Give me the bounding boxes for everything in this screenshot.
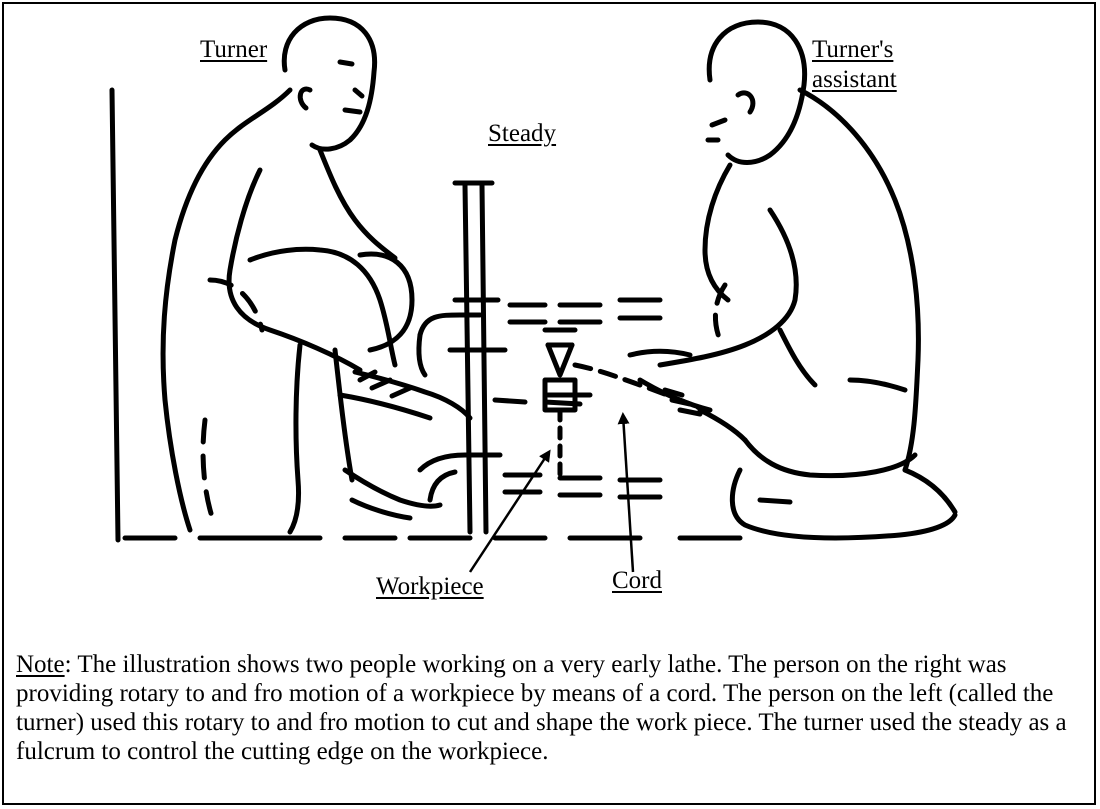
lathe-bed	[419, 300, 660, 500]
cord-label: Cord	[612, 567, 662, 595]
assistant-label-line1: Turner's	[812, 36, 893, 64]
cord-arrow	[623, 415, 633, 572]
assistant-figure	[630, 22, 955, 538]
note-label: Note	[16, 651, 65, 678]
workpiece-arrow	[470, 452, 549, 572]
steady-label: Steady	[488, 120, 556, 148]
assistant-label-line2: assistant	[812, 66, 897, 94]
turner-label: Turner	[200, 36, 267, 64]
steady-post	[450, 183, 505, 532]
turner-figure	[163, 18, 470, 532]
left-wall-line	[112, 90, 118, 540]
workpiece-label: Workpiece	[376, 573, 484, 601]
note-text: : The illustration shows two people work…	[16, 651, 1067, 765]
note-paragraph: Note: The illustration shows two people …	[16, 650, 1086, 766]
